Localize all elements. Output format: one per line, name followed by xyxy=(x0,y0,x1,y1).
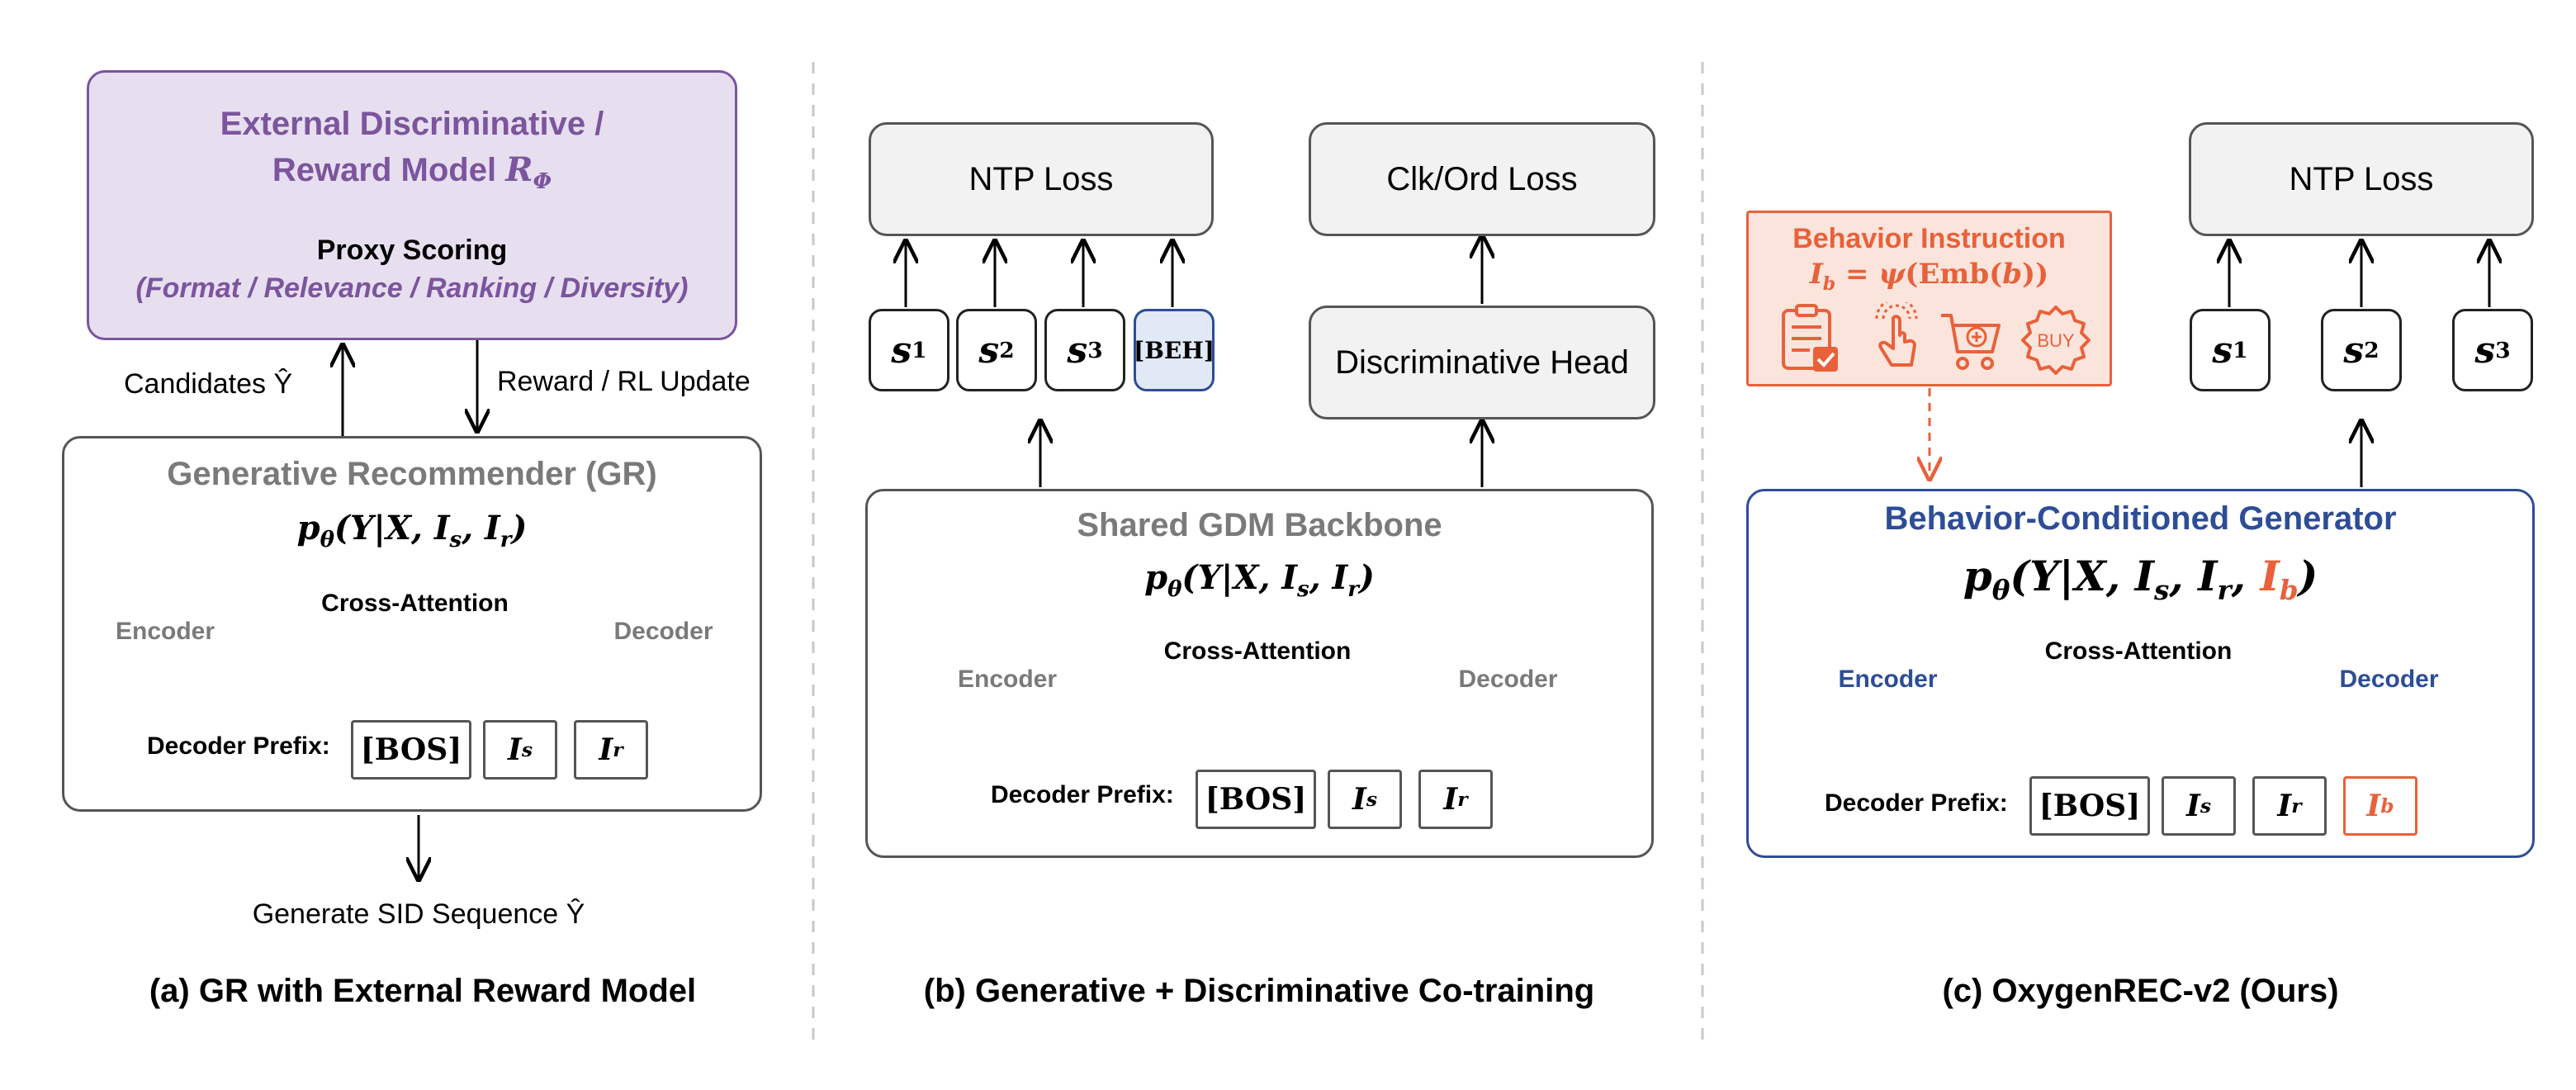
token-bos-a: [BOS] xyxy=(351,720,471,780)
encoder-label-a: Encoder xyxy=(115,618,215,645)
behavior-instruction-formula: Ib = ψ(Emb(b)) xyxy=(1809,258,2049,295)
ntp-loss-box-b: NTP Loss xyxy=(869,122,1214,236)
decoder-prefix-label-c: Decoder Prefix: xyxy=(1825,789,2008,817)
clk-ord-loss-box: Clk/Ord Loss xyxy=(1309,122,1655,236)
decoder-label-a: Decoder xyxy=(613,618,713,645)
gr-formula: pθ(Y|X, Is, Ir) xyxy=(296,509,528,552)
candidates-label: Candidates Ŷ xyxy=(124,368,293,400)
buy-badge-icon: BUY xyxy=(2021,306,2091,375)
cross-attention-label-c: Cross-Attention xyxy=(2044,637,2233,665)
backbone-title: Shared GDM Backbone xyxy=(1077,507,1442,543)
behavior-instruction-title: Behavior Instruction xyxy=(1792,223,2066,254)
ntp-loss-box-c: NTP Loss xyxy=(2189,122,2534,236)
cross-attention-label-b: Cross-Attention xyxy=(1163,637,1352,665)
encoder-label-b: Encoder xyxy=(957,666,1058,693)
caption-b: (b) Generative + Discriminative Co-train… xyxy=(923,973,1595,1009)
caption-c: (c) OxygenREC-v2 (Ours) xyxy=(1942,973,2339,1009)
encoder-label-c: Encoder xyxy=(1838,666,1938,693)
token-bos-b: [BOS] xyxy=(1196,770,1316,829)
discriminative-head-box: Discriminative Head xyxy=(1309,306,1655,419)
token-beh: [BEH] xyxy=(1134,309,1215,391)
proxy-scoring-criteria: (Format / Relevance / Ranking / Diversit… xyxy=(135,272,689,304)
generator-title: Behavior-Conditioned Generator xyxy=(1884,500,2397,537)
backbone-formula: pθ(Y|X, Is, Ir) xyxy=(1144,558,1375,602)
decoder-label-b: Decoder xyxy=(1458,666,1558,693)
decoder-prefix-label-a: Decoder Prefix: xyxy=(147,732,330,760)
reward-update-label: Reward / RL Update xyxy=(497,366,751,397)
reward-model-box xyxy=(87,70,737,340)
decoder-prefix-label-b: Decoder Prefix: xyxy=(991,781,1174,808)
reward-model-title-line1: External Discriminative / xyxy=(220,106,604,142)
checklist-icon xyxy=(1782,304,1838,372)
cart-add-icon xyxy=(1941,314,2001,370)
cross-attention-label-a: Cross-Attention xyxy=(321,590,509,617)
generate-sid-label: Generate SID Sequence Ŷ xyxy=(252,898,585,930)
proxy-scoring-title: Proxy Scoring xyxy=(316,235,508,266)
generator-formula: pθ(Y|X, Is, Ir, Ib) xyxy=(1963,552,2318,606)
token-bos-c: [BOS] xyxy=(2029,776,2150,836)
decoder-label-c: Decoder xyxy=(2339,666,2439,693)
caption-a: (a) GR with External Reward Model xyxy=(149,973,697,1009)
reward-model-title-line2: Reward Model RΦ xyxy=(272,150,552,194)
tap-icon xyxy=(1875,302,1918,367)
svg-text:BUY: BUY xyxy=(2037,330,2075,351)
gr-title: Generative Recommender (GR) xyxy=(167,456,657,492)
behavior-instruction-box xyxy=(1746,211,2112,386)
